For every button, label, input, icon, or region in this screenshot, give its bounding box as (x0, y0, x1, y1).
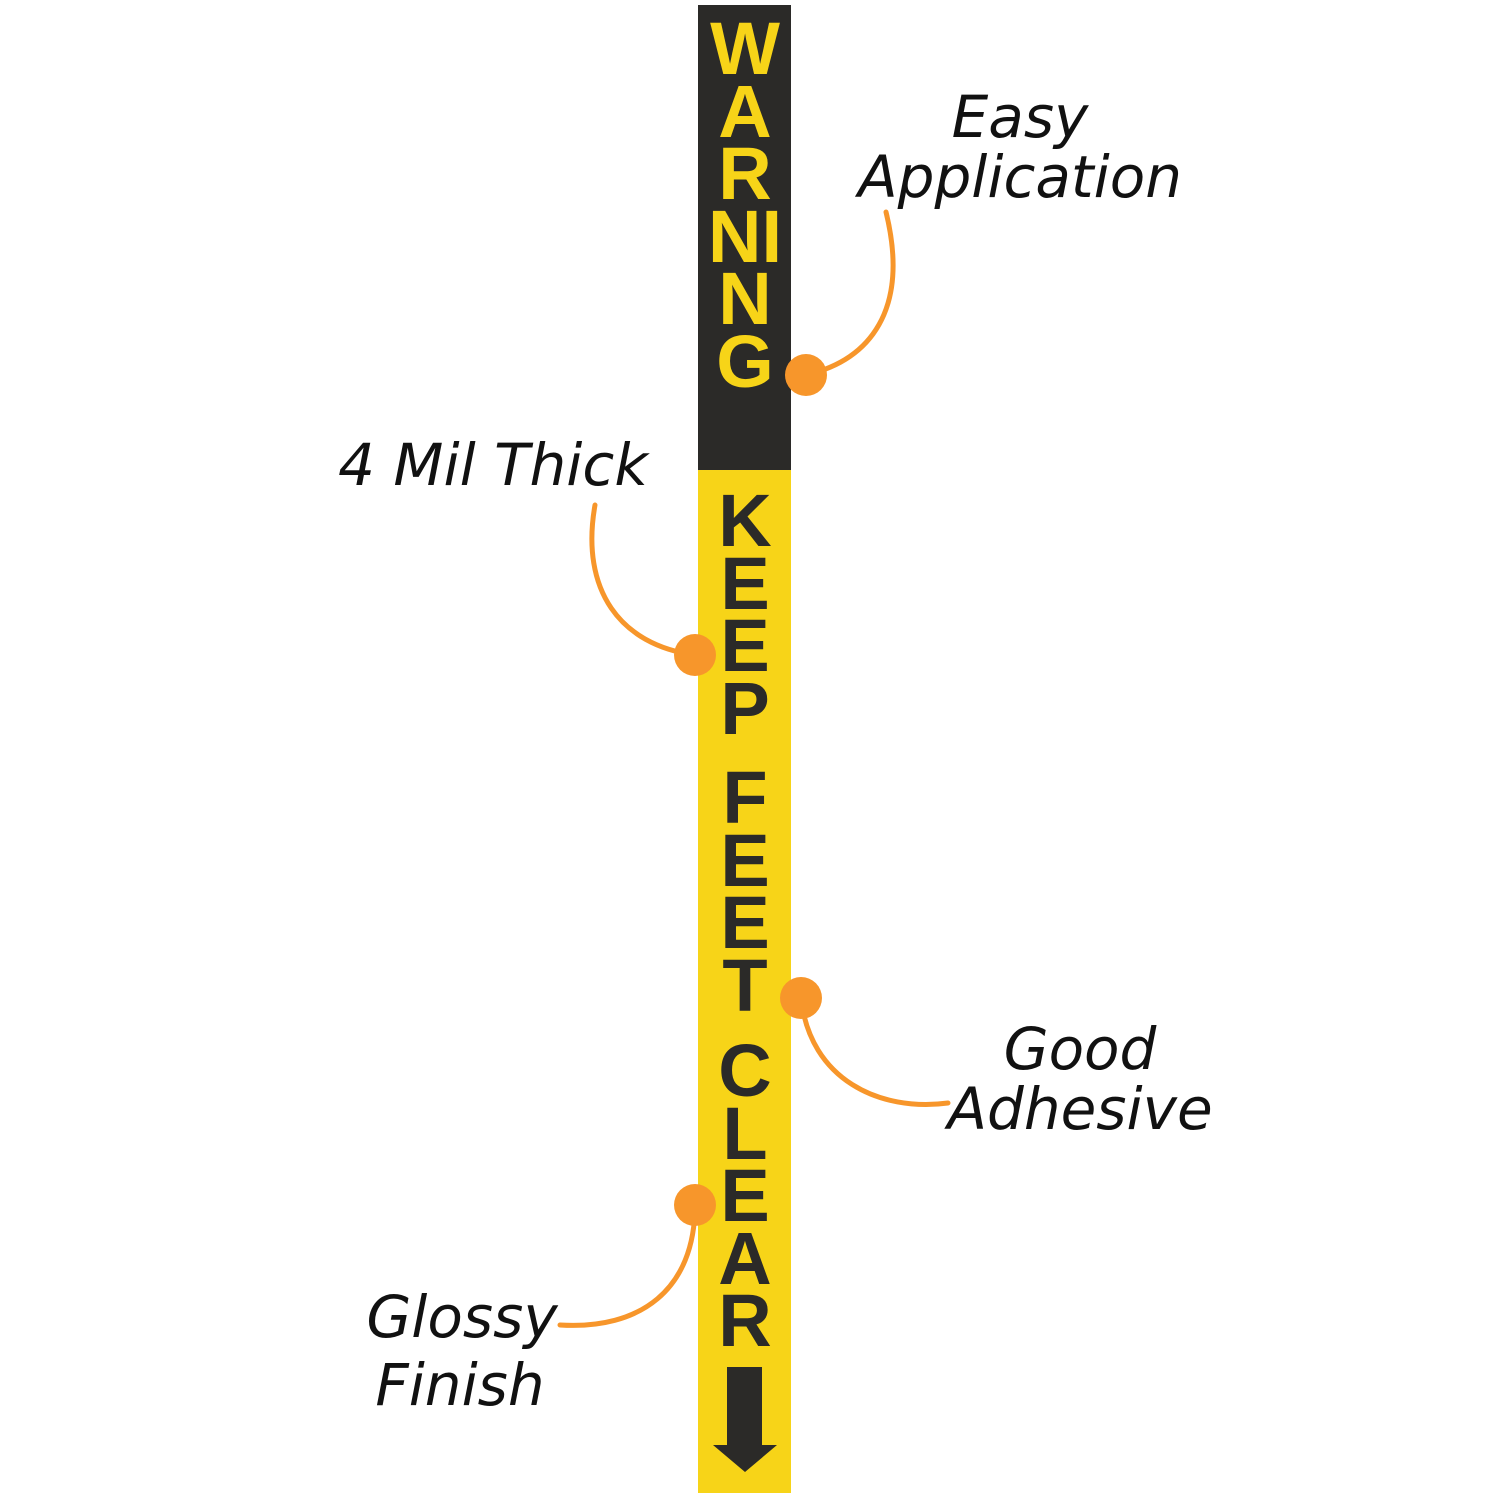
callout-dot (674, 634, 716, 676)
callout-text: Good (1004, 1015, 1158, 1083)
callout-text: Easy (952, 83, 1089, 151)
callout-glossy-finish: Glossy Finish (366, 1184, 716, 1419)
callout-good-adhesive: Good Adhesive (780, 977, 1213, 1143)
callout-text: Finish (375, 1351, 544, 1419)
callout-dot (785, 354, 827, 396)
callout-dot (674, 1184, 716, 1226)
clear-word: CLEAR (718, 1029, 772, 1362)
callout-easy-application: Easy Application (785, 83, 1182, 396)
feet-word: FEET (720, 756, 770, 1027)
callout-text: Adhesive (943, 1075, 1212, 1143)
keep-word: KEEP (718, 479, 772, 750)
callout-text: Application (854, 143, 1182, 211)
callout-4-mil-thick: 4 Mil Thick (338, 431, 716, 676)
arrow-down-icon (713, 1367, 777, 1472)
warning-word: WARNING (708, 7, 782, 403)
callout-text: 4 Mil Thick (338, 431, 650, 499)
callout-text: Glossy (366, 1283, 558, 1351)
callout-dot (780, 977, 822, 1019)
strip-black-section (698, 5, 791, 471)
strip-yellow-section (698, 470, 791, 1493)
